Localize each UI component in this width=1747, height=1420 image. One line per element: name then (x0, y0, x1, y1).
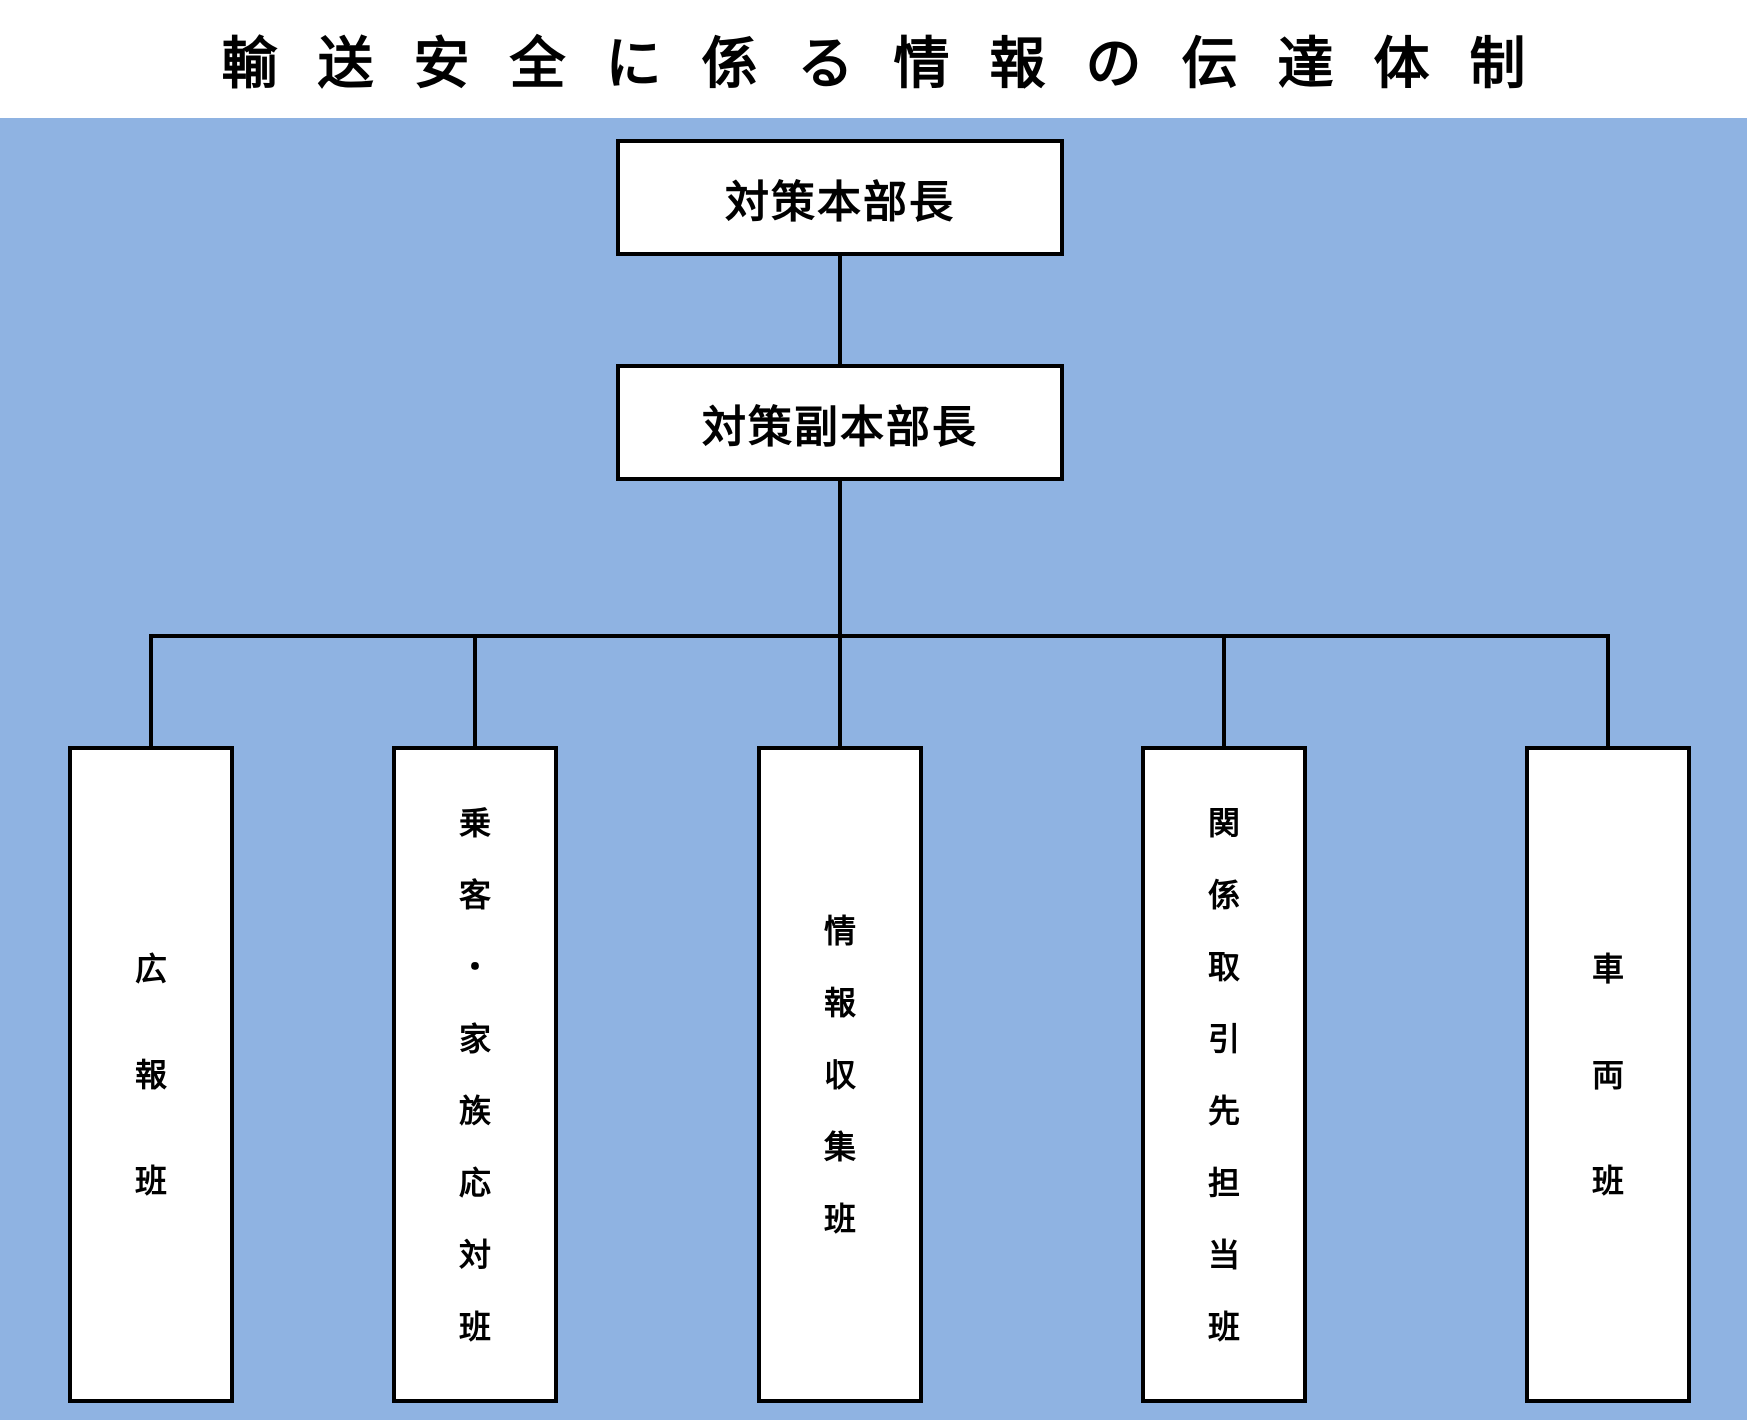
team-box-business-partners: 関係取引先担当班 (1141, 746, 1307, 1403)
deputy-label: 対策副本部長 (702, 401, 978, 453)
vertical-char: 収 (823, 1055, 856, 1094)
deputy-box: 対策副本部長 (616, 364, 1064, 481)
vertical-char: 班 (1591, 1161, 1624, 1200)
vertical-char: 車 (1591, 949, 1624, 988)
vertical-char: 引 (1207, 1019, 1240, 1058)
vertical-char: 報 (823, 983, 856, 1022)
team-box-passenger-family: 乗客・家族応対班 (392, 746, 558, 1403)
team-label-passenger-family: 乗客・家族応対班 (459, 787, 491, 1363)
vertical-char: 対 (458, 1235, 491, 1274)
vertical-char: 班 (458, 1307, 491, 1346)
team-box-vehicles: 車両班 (1525, 746, 1691, 1403)
vertical-char: 客 (458, 875, 491, 914)
vertical-char: 班 (134, 1161, 167, 1200)
vertical-char: 乗 (458, 803, 491, 842)
vertical-char: 両 (1591, 1055, 1624, 1094)
team-label-information: 情報収集班 (824, 895, 856, 1255)
team-label-business-partners: 関係取引先担当班 (1208, 787, 1240, 1363)
vertical-char: 担 (1207, 1163, 1240, 1202)
vertical-char: 班 (823, 1199, 856, 1238)
vertical-char: 先 (1207, 1091, 1240, 1130)
team-box-public-relations: 広報班 (68, 746, 234, 1403)
vertical-char: 報 (134, 1055, 167, 1094)
vertical-char: 係 (1207, 875, 1240, 914)
vertical-char: 班 (1207, 1307, 1240, 1346)
vertical-char: ・ (458, 947, 491, 986)
head-label: 対策本部長 (725, 176, 955, 228)
team-box-information: 情報収集班 (757, 746, 923, 1403)
vertical-char: 情 (823, 911, 856, 950)
team-label-public-relations: 広報班 (135, 916, 167, 1234)
team-label-vehicles: 車両班 (1592, 916, 1624, 1234)
vertical-char: 当 (1207, 1235, 1240, 1274)
vertical-char: 関 (1207, 803, 1240, 842)
vertical-char: 族 (458, 1091, 491, 1130)
vertical-char: 応 (458, 1163, 491, 1202)
vertical-char: 集 (823, 1127, 856, 1166)
diagram-title: 輸送安全に係る情報の伝達体制 (221, 31, 1566, 97)
vertical-char: 取 (1207, 947, 1240, 986)
vertical-char: 家 (458, 1019, 491, 1058)
vertical-char: 広 (134, 949, 167, 988)
head-box: 対策本部長 (616, 139, 1064, 256)
